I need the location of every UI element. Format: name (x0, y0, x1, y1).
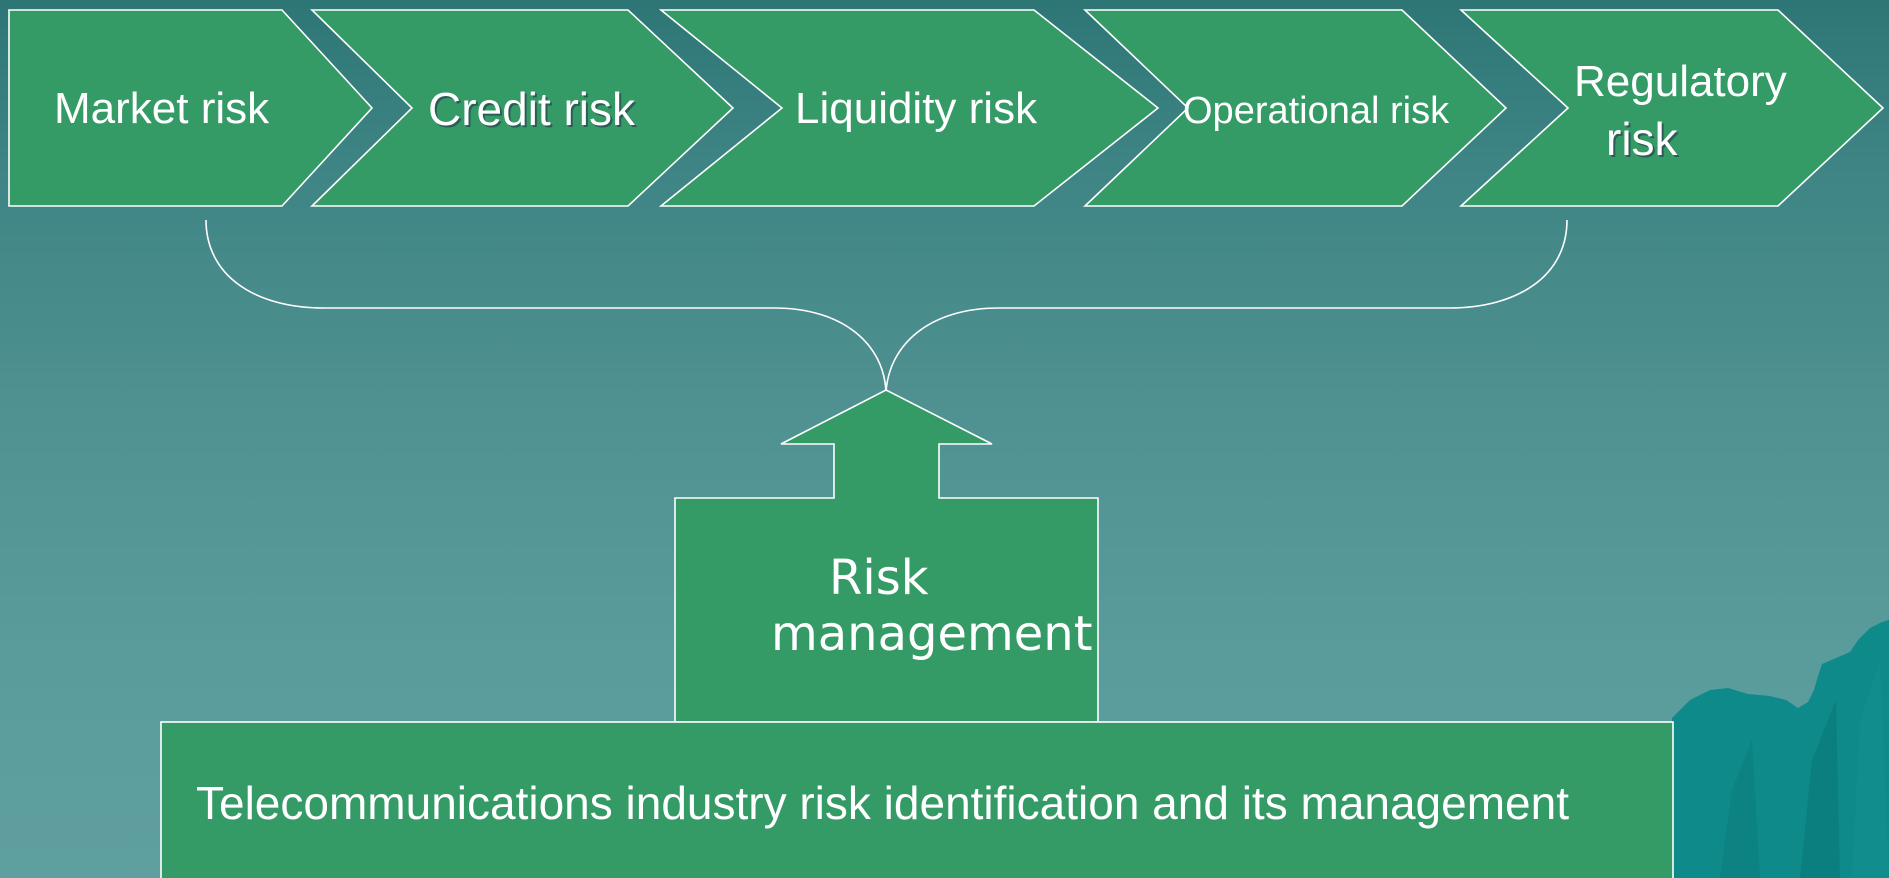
chevron-label-liquidity-risk: Liquidity risk (795, 84, 1038, 133)
chevron-liquidity-risk (658, 9, 1160, 207)
decorative-rock-graphic (1672, 620, 1889, 878)
base-rectangle (160, 721, 1674, 878)
center-label-risk: Risk (829, 550, 929, 606)
chevron-regulatory-risk (1458, 9, 1885, 207)
chevron-label-credit-risk: Credit risk (428, 83, 636, 135)
chevron-label-regulatory: Regulatory (1574, 57, 1787, 106)
brace-left (205, 219, 887, 393)
base-label: Telecommunications industry risk identif… (196, 777, 1569, 829)
chevron-credit-risk (310, 9, 735, 207)
brace-right (885, 219, 1568, 393)
chevron-label-operational-risk: Operational risk (1183, 90, 1450, 132)
chevron-label-market-risk: Market risk (54, 84, 270, 133)
chevron-label-regulatory-risk: risk (1606, 113, 1678, 165)
chevron-operational-risk (1082, 9, 1508, 207)
chevron-market-risk (8, 9, 374, 207)
center-label-management: management (771, 606, 1093, 662)
